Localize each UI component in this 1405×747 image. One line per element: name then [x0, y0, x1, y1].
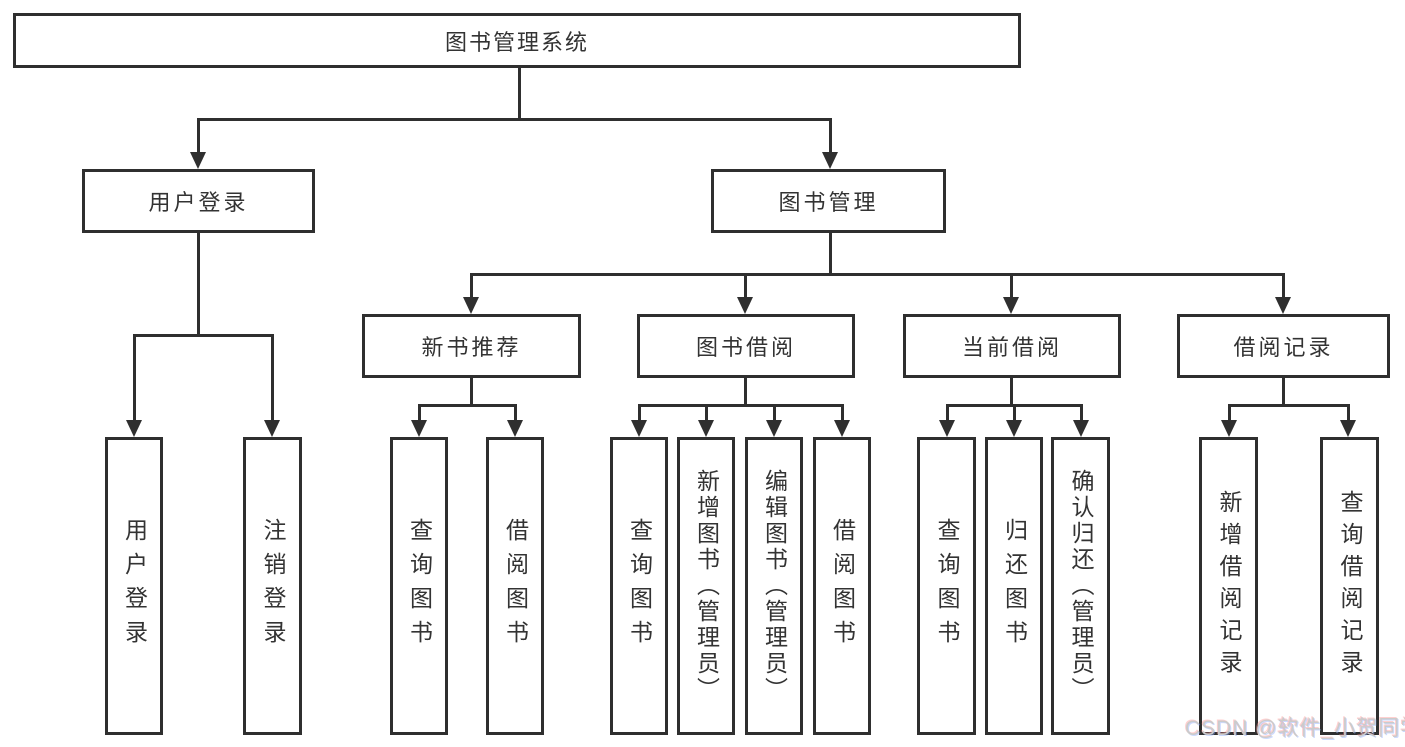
leaf-label: 查询借阅记录: [1337, 490, 1363, 682]
node-label: 用户登录: [148, 190, 249, 215]
arrow-down-icon: [834, 420, 850, 437]
connector-line: [271, 334, 274, 420]
arrow-down-icon: [1003, 297, 1019, 314]
connector-line: [133, 334, 274, 337]
leaf-confirm-return-admin: 确认归还（管理员）: [1051, 437, 1110, 735]
node-label: 新书推荐: [421, 335, 522, 360]
connector-line: [744, 273, 747, 297]
leaf-query-borrow-record: 查询借阅记录: [1320, 437, 1379, 735]
arrow-down-icon: [698, 420, 714, 437]
leaf-label: 借阅图书: [829, 518, 856, 654]
leaf-user-login: 用户登录: [105, 437, 163, 735]
arrow-down-icon: [507, 420, 523, 437]
leaf-query-books-current: 查询图书: [917, 437, 976, 735]
csdn-watermark: CSDN @软件_小贺同学: [1185, 717, 1405, 740]
leaf-borrow-books-recommend: 借阅图书: [486, 437, 544, 735]
connector-line: [518, 68, 521, 121]
node-label: 图书管理系统: [444, 29, 589, 55]
node-borrow-records: 借阅记录: [1177, 314, 1390, 378]
connector-line: [1228, 404, 1231, 420]
connector-line: [829, 118, 832, 152]
arrow-down-icon: [126, 420, 142, 437]
connector-line: [841, 404, 844, 420]
connector-line: [1010, 273, 1013, 297]
arrow-down-icon: [463, 297, 479, 314]
leaf-query-books-borrowing: 查询图书: [610, 437, 668, 735]
connector-line: [470, 273, 1285, 276]
leaf-label: 归还图书: [1001, 518, 1028, 654]
connector-line: [829, 233, 832, 276]
connector-line: [197, 118, 200, 152]
leaf-label: 注销登录: [260, 518, 286, 654]
leaf-add-books-admin: 新增图书（管理员）: [677, 437, 735, 735]
connector-line: [514, 404, 517, 420]
leaf-label: 新增借阅记录: [1216, 490, 1242, 682]
connector-line: [773, 404, 776, 420]
leaf-add-borrow-record: 新增借阅记录: [1199, 437, 1258, 735]
node-new-book-recommend: 新书推荐: [362, 314, 581, 378]
connector-line: [197, 233, 200, 337]
node-current-borrowing: 当前借阅: [903, 314, 1121, 378]
node-label: 图书借阅: [695, 335, 796, 360]
leaf-borrow-books: 借阅图书: [813, 437, 871, 735]
arrow-down-icon: [737, 297, 753, 314]
node-label: 图书管理: [778, 190, 879, 215]
arrow-down-icon: [190, 152, 206, 169]
arrow-down-icon: [411, 420, 427, 437]
connector-line: [1228, 404, 1350, 407]
arrow-down-icon: [1221, 420, 1237, 437]
leaf-edit-books-admin: 编辑图书（管理员）: [745, 437, 803, 735]
connector-line: [418, 404, 421, 420]
leaf-label: 借阅图书: [502, 518, 529, 654]
leaf-label: 编辑图书（管理员）: [761, 469, 788, 703]
leaf-label: 查询图书: [626, 518, 653, 654]
leaf-label: 查询图书: [934, 518, 960, 654]
leaf-label: 查询图书: [406, 518, 433, 654]
connector-line: [946, 404, 949, 420]
node-label: 当前借阅: [961, 335, 1062, 360]
leaf-label: 用户登录: [121, 518, 148, 654]
connector-line: [1013, 404, 1016, 420]
connector-line: [1347, 404, 1350, 420]
leaf-return-books: 归还图书: [985, 437, 1043, 735]
arrow-down-icon: [1275, 297, 1291, 314]
connector-line: [1282, 273, 1285, 297]
node-label: 借阅记录: [1233, 335, 1334, 360]
connector-line: [470, 273, 473, 297]
connector-line: [1282, 378, 1285, 407]
connector-line: [705, 404, 708, 420]
connector-line: [1010, 378, 1013, 407]
node-root-system: 图书管理系统: [13, 13, 1021, 68]
connector-line: [1080, 404, 1083, 420]
leaf-label: 新增图书（管理员）: [693, 469, 720, 703]
connector-line: [744, 378, 747, 407]
leaf-logout: 注销登录: [243, 437, 302, 735]
arrow-down-icon: [766, 420, 782, 437]
arrow-down-icon: [631, 420, 647, 437]
connector-line: [638, 404, 844, 407]
connector-line: [197, 118, 832, 121]
arrow-down-icon: [1340, 420, 1356, 437]
connector-line: [470, 378, 473, 407]
connector-line: [418, 404, 517, 407]
node-book-management: 图书管理: [711, 169, 946, 233]
node-user-login: 用户登录: [82, 169, 315, 233]
arrow-down-icon: [939, 420, 955, 437]
leaf-label: 确认归还（管理员）: [1068, 469, 1094, 703]
arrow-down-icon: [1073, 420, 1089, 437]
node-book-borrowing: 图书借阅: [637, 314, 855, 378]
arrow-down-icon: [822, 152, 838, 169]
connector-line: [133, 334, 136, 420]
arrow-down-icon: [264, 420, 280, 437]
connector-line: [638, 404, 641, 420]
leaf-query-books-recommend: 查询图书: [390, 437, 448, 735]
arrow-down-icon: [1006, 420, 1022, 437]
